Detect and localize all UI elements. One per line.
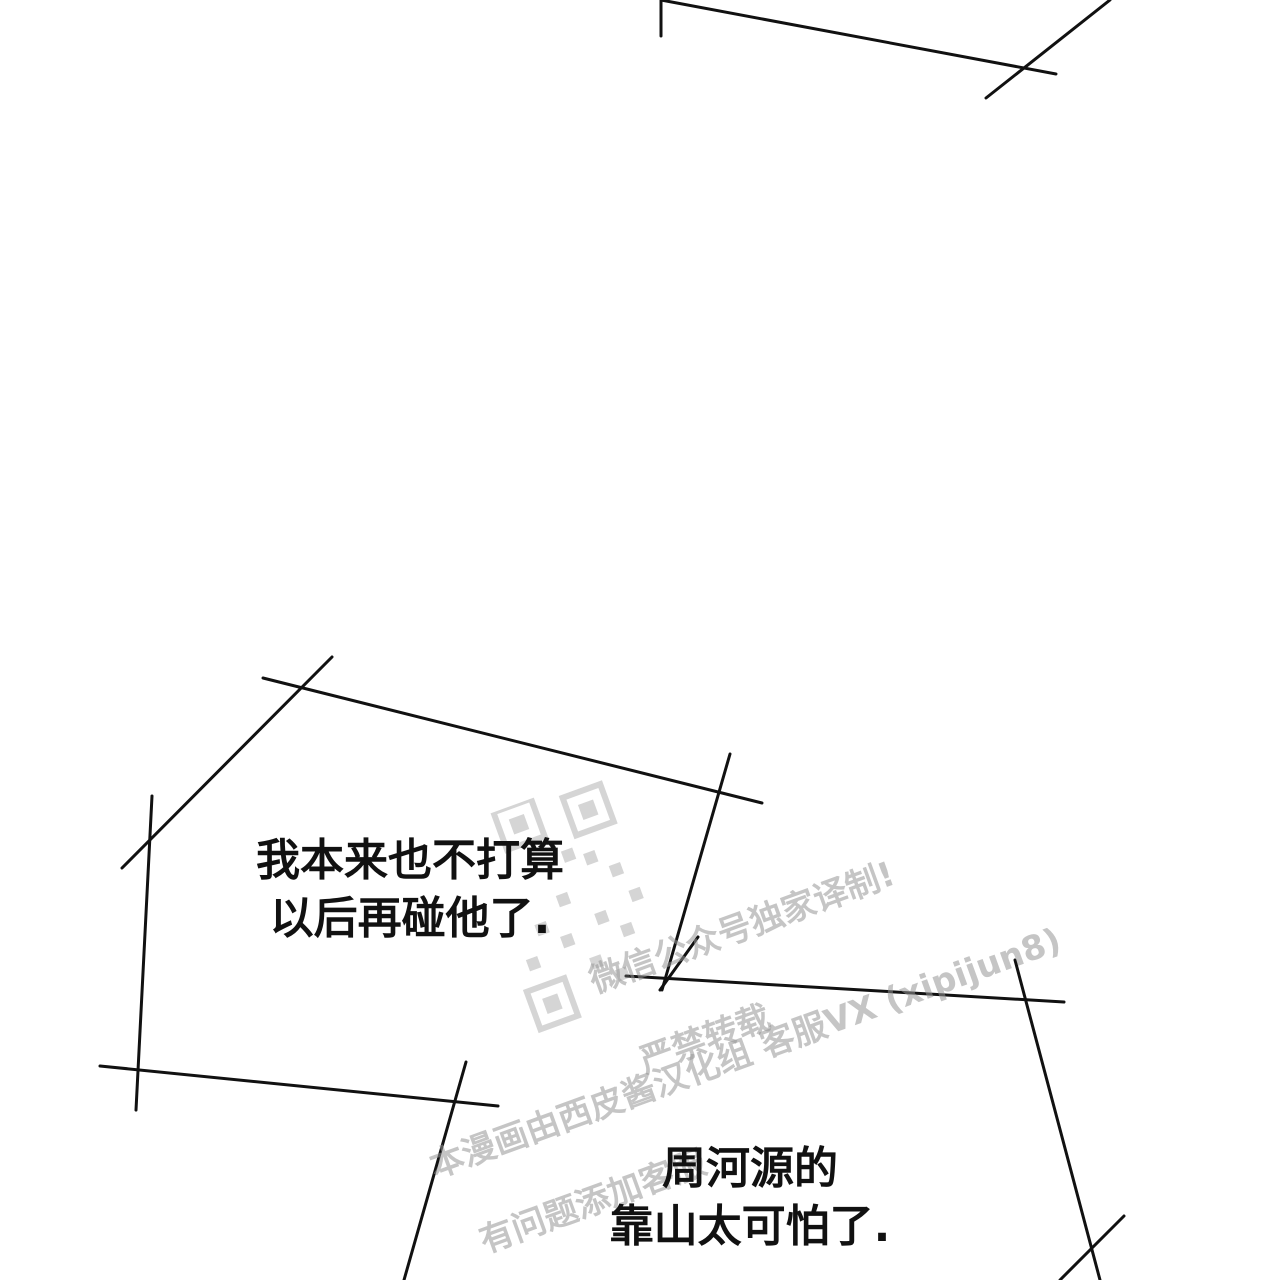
dialogue-line: 靠山太可怕了. (609, 1201, 891, 1252)
frame-line (658, 935, 700, 992)
frame-line (134, 794, 154, 1112)
bubble-2-frame (402, 935, 1126, 1280)
dialogue-line: 我本来也不打算 (256, 835, 564, 886)
bubble-1-frame (98, 655, 764, 1112)
frame-line (624, 974, 1066, 1004)
frame-line (120, 655, 334, 870)
frame-line (1013, 958, 1102, 1280)
speech-bubble-2-text: 周河源的 靠山太可怕了. (560, 1140, 940, 1256)
frame-line (98, 1064, 500, 1108)
frame-line (984, 0, 1112, 100)
frame-line (261, 676, 764, 805)
dialogue-line: 周河源的 (662, 1143, 838, 1194)
frame-line (660, 752, 732, 992)
frame-line (1058, 1214, 1126, 1280)
frame-line (402, 1060, 468, 1280)
bubble-top-fragment (659, 0, 1112, 100)
dialogue-line: 以后再碰他了. (269, 893, 551, 944)
speech-bubble-1-text: 我本来也不打算 以后再碰他了. (200, 832, 620, 948)
frame-line (659, 0, 1058, 76)
